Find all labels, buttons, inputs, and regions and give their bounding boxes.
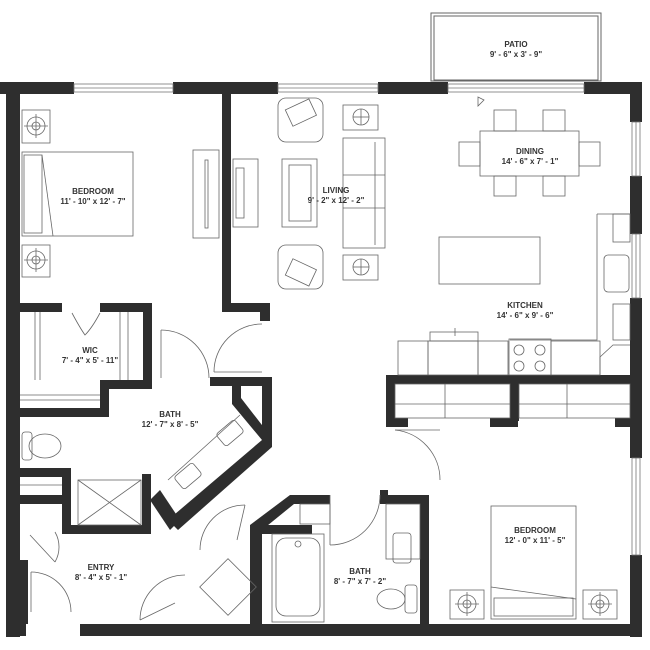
bedroom2-furniture [449,505,618,620]
exterior-walls [0,82,642,637]
room-dimensions: 12' - 0" x 11' - 5" [504,536,566,545]
room-name: LIVING [322,186,350,195]
room-label-bedroom2: BEDROOM 12' - 0" x 11' - 5" [505,526,566,546]
room-label-bath2: BATH 8' - 7" x 7' - 2" [334,567,386,587]
room-label-living: LIVING 9' - 2" x 12' - 2" [308,186,365,206]
room-label-bath1: BATH 12' - 7" x 8' - 5" [142,410,199,430]
room-dimensions: 9' - 2" x 12' - 2" [307,196,365,205]
room-dimensions: 9' - 6" x 3' - 9" [489,50,543,59]
room-label-bedroom1: BEDROOM 11' - 10" x 12' - 7" [60,187,125,207]
dining-furniture [458,96,601,197]
room-label-wic: WIC 7' - 4" x 5' - 11" [62,346,118,366]
bath2-fixtures [271,503,421,623]
room-dimensions: 12' - 7" x 8' - 5" [141,420,199,429]
room-name: DINING [516,147,544,156]
room-dimensions: 8' - 4" x 5' - 1" [74,573,128,582]
room-label-patio: PATIO 9' - 6" x 3' - 9" [490,40,542,60]
room-dimensions: 14' - 6" x 7' - 1" [501,157,559,166]
kitchen-fixtures [394,213,631,419]
room-label-entry: ENTRY 8' - 4" x 5' - 1" [75,563,127,583]
windows [73,83,641,556]
entry-fixtures [199,558,257,616]
room-name: WIC [82,346,98,355]
doors [29,312,441,621]
room-name: ENTRY [87,563,115,572]
room-label-kitchen: KITCHEN 14' - 6" x 9' - 6" [497,301,554,321]
room-name: KITCHEN [507,301,543,310]
room-name: PATIO [504,40,528,49]
room-name: BEDROOM [514,526,556,535]
interior-walls [20,94,640,625]
living-furniture [232,97,386,290]
room-dimensions: 7' - 4" x 5' - 11" [61,356,119,365]
room-dimensions: 8' - 7" x 7' - 2" [333,577,387,586]
room-name: BATH [159,410,181,419]
patio [430,12,602,82]
room-dimensions: 11' - 10" x 12' - 7" [60,197,126,206]
room-dimensions: 14' - 6" x 9' - 6" [496,311,554,320]
bath1-fixtures [20,312,244,526]
room-name: BATH [349,567,371,576]
bedroom1-furniture [21,109,220,278]
room-label-dining: DINING 14' - 6" x 7' - 1" [502,147,559,167]
room-name: BEDROOM [72,187,114,196]
